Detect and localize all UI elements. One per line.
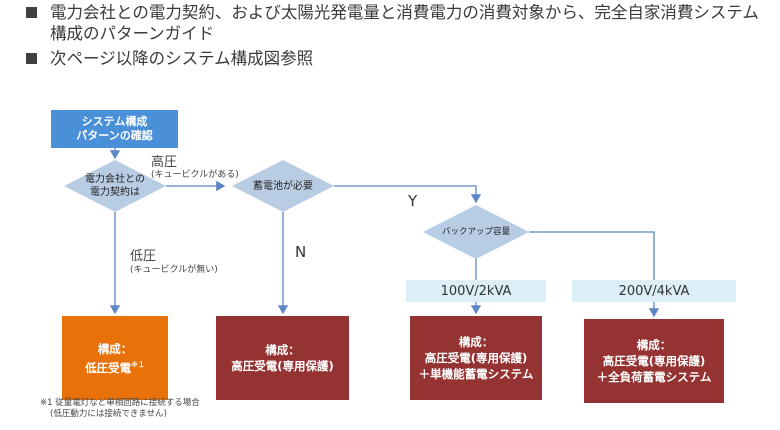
config-box-single-function-storage: 構成： 高圧受電(専用保護) ＋単機能蓄電システム <box>410 316 542 400</box>
decision-diamond <box>232 160 334 212</box>
decision-contract: 電力会社との 電力契約は <box>64 172 166 200</box>
config-line: 高圧受電(専用保護) <box>602 354 706 368</box>
config-line: 低圧受電※１ <box>85 357 145 376</box>
config-title: 構成： <box>265 343 300 357</box>
config-title: 構成： <box>636 338 672 352</box>
bullet-item: 電力会社との電力契約、および太陽光発電量と消費電力の消費対象から、完全自家消費シ… <box>20 2 760 44</box>
decision-line: 電力契約は <box>90 187 140 198</box>
bullet-list: 電力会社との電力契約、および太陽光発電量と消費電力の消費対象から、完全自家消費シ… <box>20 2 760 73</box>
label-low-sub: (キュービクルが無い) <box>130 265 218 275</box>
square-bullet-icon <box>26 53 37 64</box>
decision-diamond <box>64 160 166 212</box>
start-node: システム構成 パターンの確認 <box>51 110 178 148</box>
bullet-text: 次ページ以降のシステム構成図参照 <box>50 49 314 68</box>
footnote: ※1 従量電灯など単相回路に接続する場合 (低圧動力には接続できません) <box>40 398 200 420</box>
config-extra: ＋全負荷蓄電システム <box>596 370 712 384</box>
label-high-voltage: 高圧 <box>151 155 178 170</box>
config-box-low-voltage: 構成： 低圧受電※１ <box>62 316 168 400</box>
label-high-sub: (キュービクルがある) <box>151 170 239 180</box>
config-line: 高圧受電(専用保護) <box>424 351 528 365</box>
config-title: 構成： <box>458 335 494 349</box>
bullet-text: 電力会社との電力契約、および太陽光発電量と消費電力の消費対象から、完全自家消費シ… <box>50 3 759 43</box>
start-line: システム構成 <box>81 115 148 128</box>
config-box-full-load-storage: 構成： 高圧受電(専用保護) ＋全負荷蓄電システム <box>584 319 724 403</box>
label-yes: Y <box>408 192 418 210</box>
footnote-line: ※1 従量電灯など単相回路に接続する場合 <box>40 398 200 408</box>
config-line-text: 低圧受電 <box>85 360 132 375</box>
decision-backup: バックアップ容量 <box>441 226 510 237</box>
connector-arrow <box>334 185 482 204</box>
footnote-line: (低圧動力には接続できません) <box>50 409 167 419</box>
capacity-label: 100V/2kVA <box>406 280 546 302</box>
start-line: パターンの確認 <box>76 129 153 142</box>
square-bullet-icon <box>26 7 37 18</box>
bullet-item: 次ページ以降のシステム構成図参照 <box>20 48 760 69</box>
connector-arrow <box>529 231 660 318</box>
footnote-mark: ※１ <box>131 360 145 369</box>
config-line: 高圧受電(専用保護) <box>231 359 334 373</box>
decision-diamond <box>423 205 529 259</box>
label-low-voltage: 低圧 <box>130 249 157 264</box>
capacity-label: 200V/4kVA <box>572 280 736 302</box>
decision-line: 電力会社との <box>85 174 145 185</box>
label-no: N <box>295 243 307 261</box>
config-title: 構成： <box>97 341 133 356</box>
decision-battery: 蓄電池が必要 <box>253 180 313 192</box>
config-extra: ＋単機能蓄電システム <box>418 367 534 381</box>
config-box-high-voltage: 構成： 高圧受電(専用保護) <box>216 316 349 400</box>
